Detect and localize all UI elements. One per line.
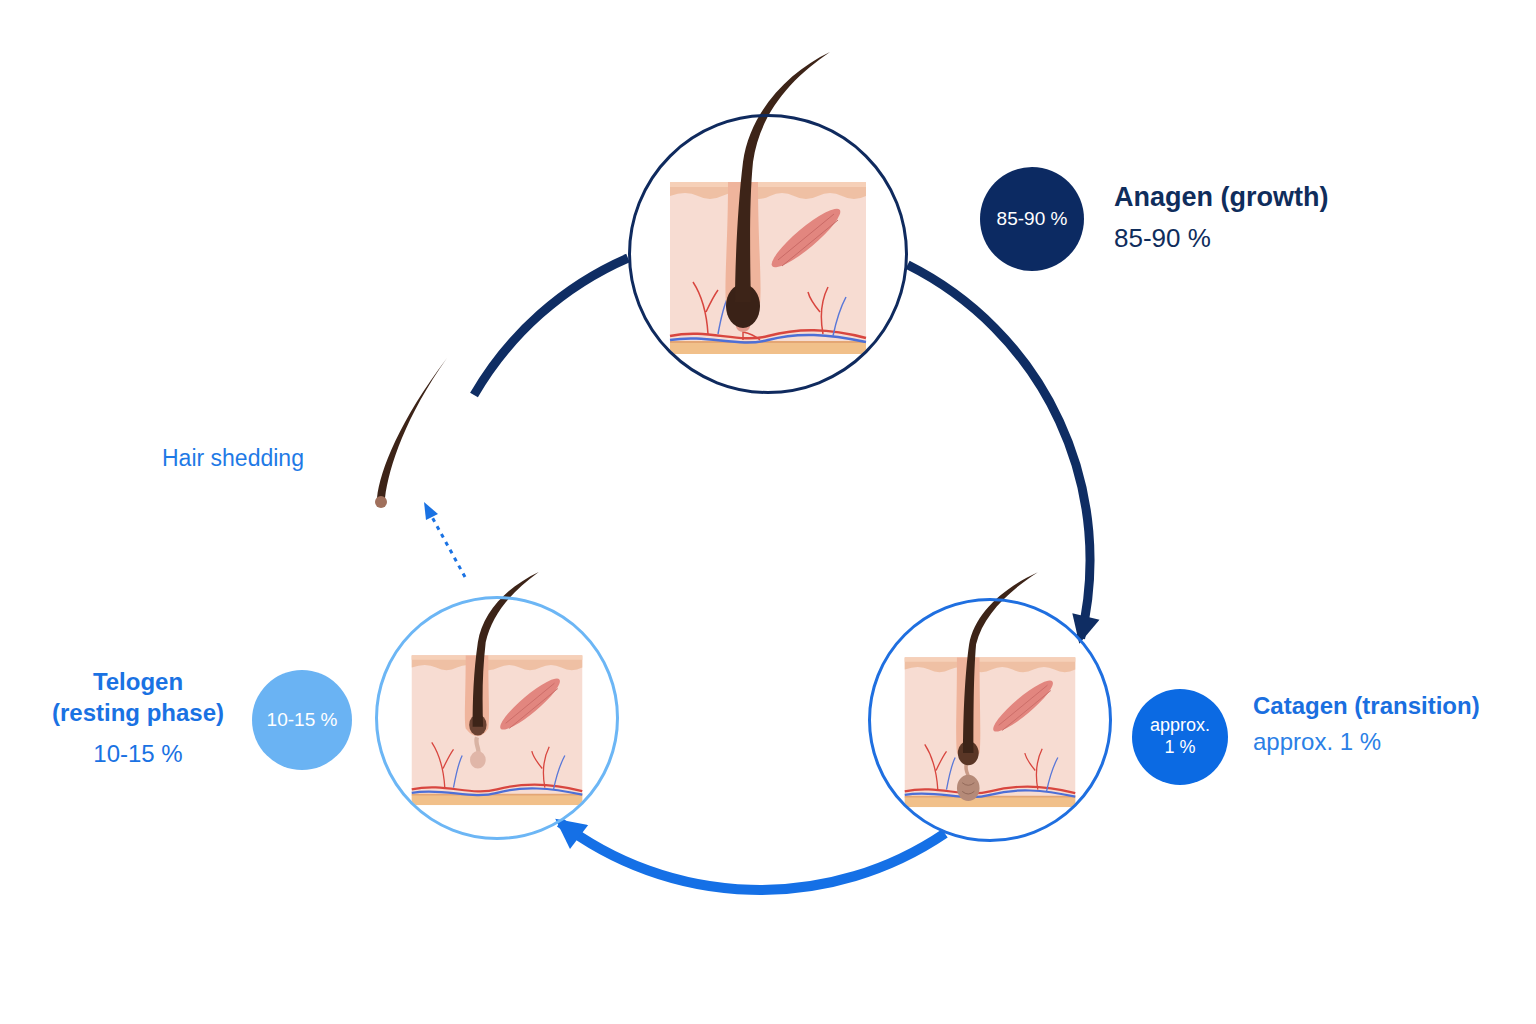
stage-percent: approx. 1 % <box>1253 726 1523 757</box>
stage-circle: Anagen (growth)85-90 % <box>628 114 908 394</box>
stage-title: Telogen (resting phase) <box>47 666 229 728</box>
node-outline-shape <box>870 600 1111 841</box>
annotation-label: Hair shedding <box>162 444 402 474</box>
catagen-illustration <box>905 572 1076 807</box>
anagen-illustration-part <box>735 52 830 302</box>
percent-badge: 10-15 % <box>252 670 352 770</box>
stage-backgrounds-part <box>628 114 908 394</box>
node-outline <box>868 598 1112 842</box>
badge-value: 85-90 % <box>990 167 1074 271</box>
percent-badge: 85-90 % <box>980 167 1084 271</box>
cycle-arrow <box>560 823 945 890</box>
stage-backgrounds-part <box>375 596 619 840</box>
catagen-illustration-part <box>905 657 1076 807</box>
cycle-arc <box>474 258 628 395</box>
telogen-illustration-part-part <box>412 655 583 805</box>
node-outline-shape <box>980 167 1084 271</box>
cycle-arrow <box>908 265 1090 639</box>
catagen-illustration-part-part <box>905 657 1076 807</box>
node-outline <box>628 114 908 394</box>
telogen-illustration-part <box>412 655 583 805</box>
anagen-illustration <box>670 52 866 354</box>
telogen-illustration-part-part <box>470 751 486 768</box>
shed-hair-part <box>375 496 387 508</box>
node-outline <box>375 596 619 840</box>
shed-hair-part <box>377 358 447 498</box>
badge-value: approx. 1 % <box>1146 689 1214 785</box>
node-outline-shape <box>630 116 907 393</box>
percent-badge: approx. 1 % <box>1132 689 1228 785</box>
shedding-arrow-part <box>432 517 465 577</box>
shed-hair <box>375 358 447 508</box>
catagen-illustration-part-part <box>957 775 980 801</box>
catagen-illustration-part-part <box>962 783 974 794</box>
node-outline-shape <box>1132 689 1228 785</box>
stage-percent: 10-15 % <box>47 738 229 769</box>
telogen-illustration <box>412 572 583 805</box>
stage-title: Anagen (growth) <box>1114 180 1474 215</box>
stage-percent: 85-90 % <box>1114 222 1474 256</box>
anagen-illustration-part <box>670 182 866 354</box>
telogen-illustration-part <box>473 572 539 727</box>
node-outline-shape <box>377 598 618 839</box>
shedding-arrow-part <box>424 502 438 520</box>
stage-title: Catagen (transition) <box>1253 690 1523 721</box>
shedding-arrow <box>424 502 465 577</box>
badge-value: 10-15 % <box>262 670 342 770</box>
stage-circle: Catagen (transition)approx. 1 % <box>868 598 1112 842</box>
node-outline-shape <box>252 670 352 770</box>
anagen-illustration-part-part <box>670 182 866 354</box>
stage-backgrounds-part <box>868 598 1112 842</box>
stage-circle: Telogen (resting phase)10-15 % <box>375 596 619 840</box>
